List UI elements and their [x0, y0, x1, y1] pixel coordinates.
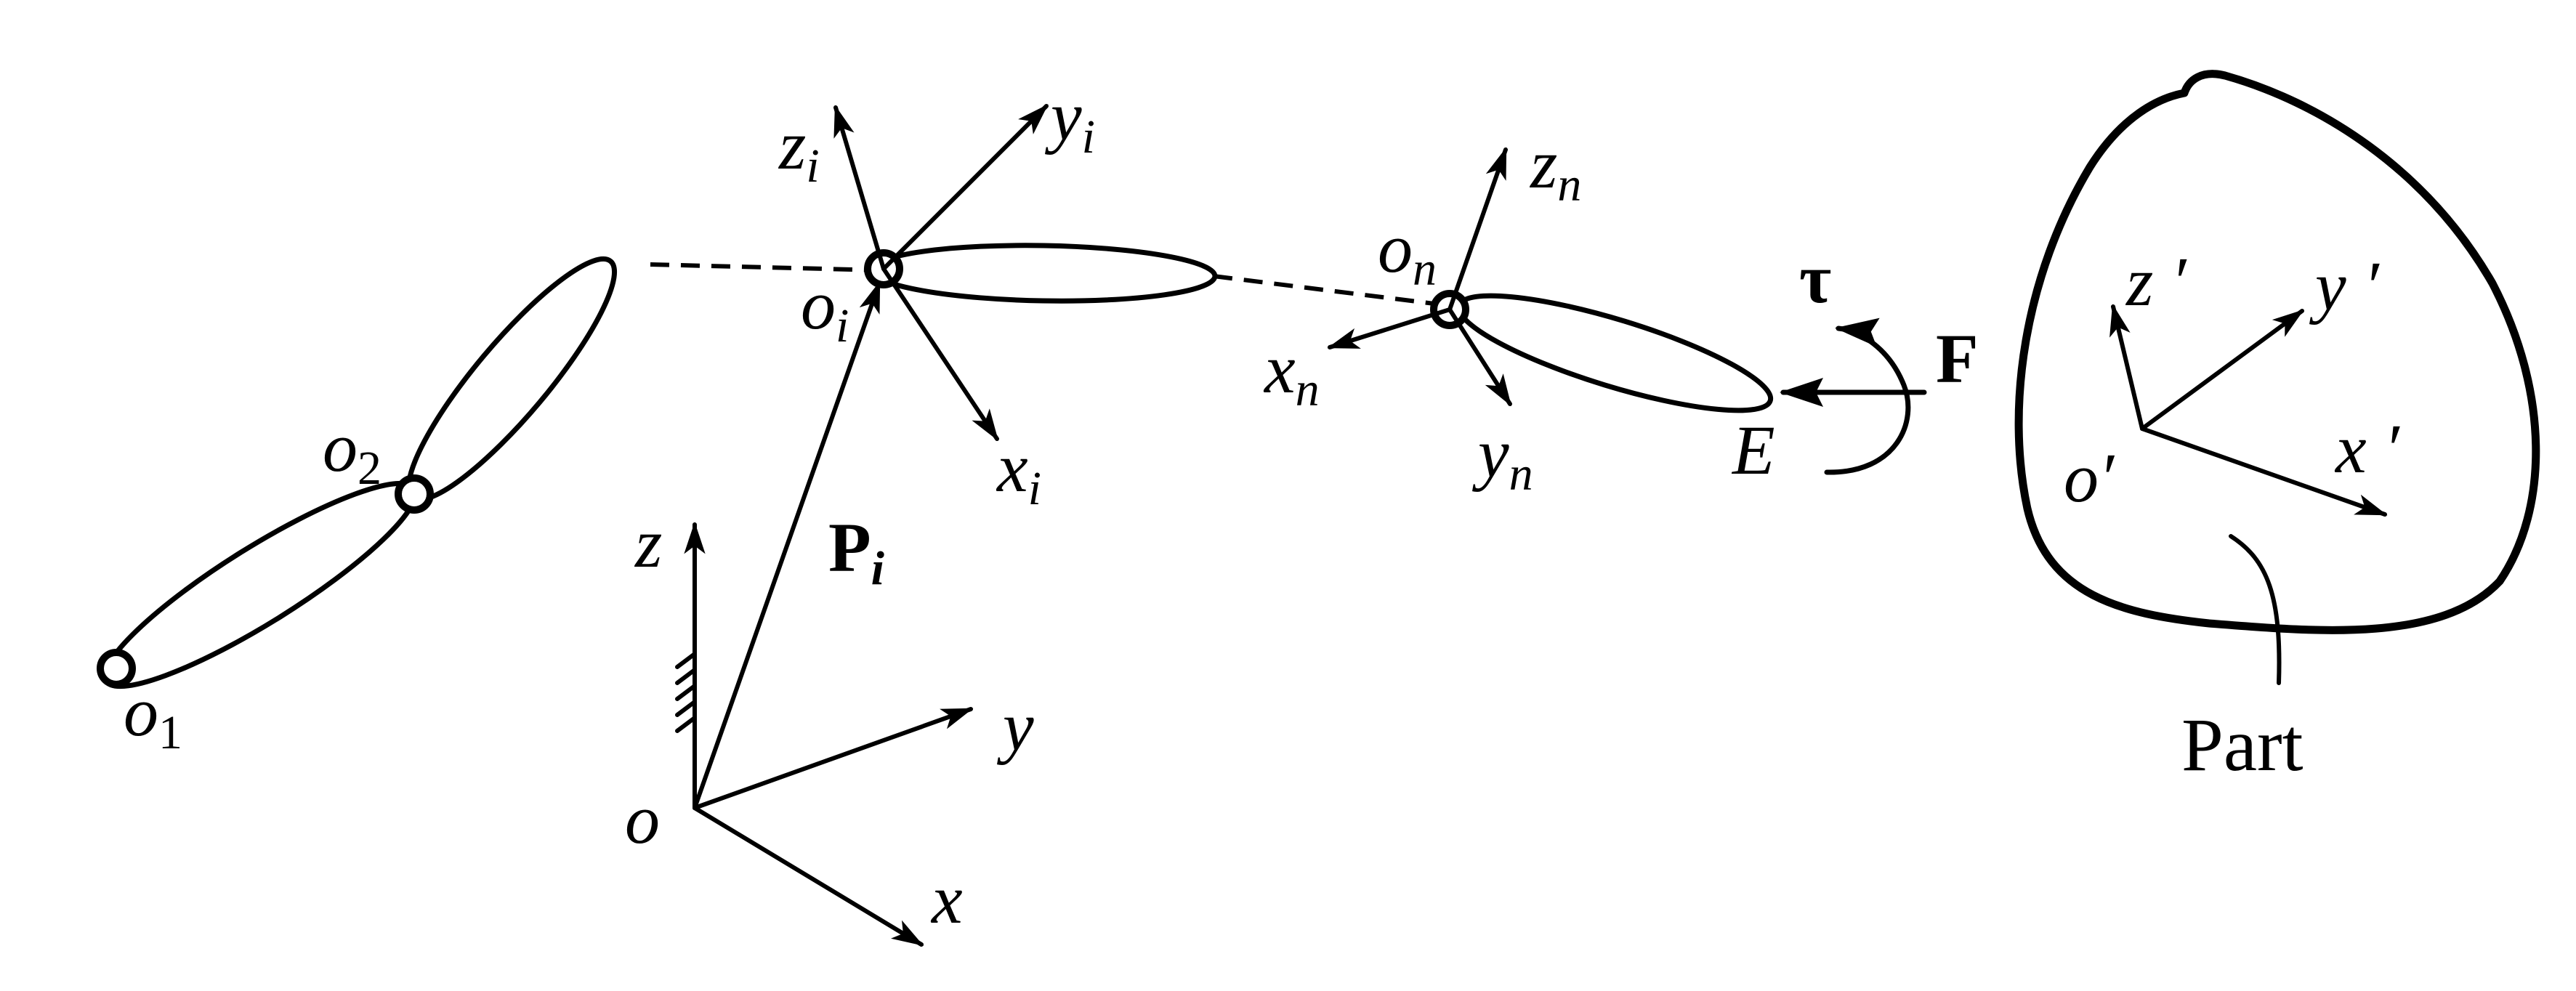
- label-oi: oi: [801, 266, 849, 352]
- label-o2: o2: [323, 408, 381, 495]
- link-n: [1455, 293, 1774, 413]
- label-xi: xi: [996, 429, 1041, 515]
- label-z-prime: z ′: [2125, 243, 2187, 320]
- joint-o2: [395, 474, 434, 514]
- axis-zi: [833, 105, 886, 271]
- axis-yn: [1448, 307, 1512, 407]
- labels: o1 o2 oi on zi yi xi zn xn yn E τ F z y …: [124, 77, 2401, 938]
- label-force: F: [1936, 320, 1979, 397]
- dashed-link-connector-i-n: [1213, 274, 1447, 307]
- label-yi: yi: [1044, 77, 1095, 163]
- label-base-o: o: [625, 780, 660, 858]
- ground-hatch: [675, 652, 697, 733]
- label-base-z: z: [634, 504, 662, 582]
- axis-y-prime: [2140, 309, 2304, 431]
- part: [2014, 70, 2540, 685]
- label-Pi: Pi: [828, 509, 885, 595]
- label-base-y: y: [996, 687, 1034, 765]
- axis-zn: [1448, 147, 1508, 312]
- part-leader-line: [2229, 534, 2282, 685]
- axis-xi: [881, 267, 999, 442]
- frame-i: [833, 104, 1049, 442]
- frame-n: [1327, 147, 1512, 407]
- label-base-x: x: [930, 860, 963, 938]
- label-o-prime: o′: [2064, 439, 2115, 517]
- axis-y: [693, 707, 974, 810]
- link-i: [869, 243, 1218, 304]
- axis-xn: [1327, 307, 1452, 349]
- label-torque: τ: [1799, 240, 1831, 317]
- axis-yi: [881, 104, 1049, 271]
- label-o1: o1: [124, 673, 182, 759]
- vector-Pi: [693, 280, 881, 810]
- label-x-prime: x ′: [2334, 410, 2401, 488]
- joint-o1: [97, 649, 136, 688]
- label-on: on: [1378, 209, 1437, 296]
- axis-x-prime: [2140, 426, 2388, 517]
- label-part: Part: [2181, 703, 2304, 787]
- label-E: E: [1731, 411, 1775, 489]
- label-zi: zi: [778, 106, 820, 193]
- label-zn: zn: [1529, 125, 1581, 211]
- axis-z-prime: [2109, 304, 2144, 431]
- axis-x: [693, 806, 924, 947]
- label-xn: xn: [1263, 330, 1320, 416]
- label-yn: yn: [1471, 414, 1533, 501]
- dashed-link-connector-2-i: [650, 262, 883, 272]
- part-outline: [2014, 70, 2540, 634]
- torque-arc: [1824, 317, 1911, 475]
- base-frame: [675, 280, 974, 947]
- label-y-prime: y ′: [2309, 247, 2381, 325]
- wrench: [1780, 317, 1927, 475]
